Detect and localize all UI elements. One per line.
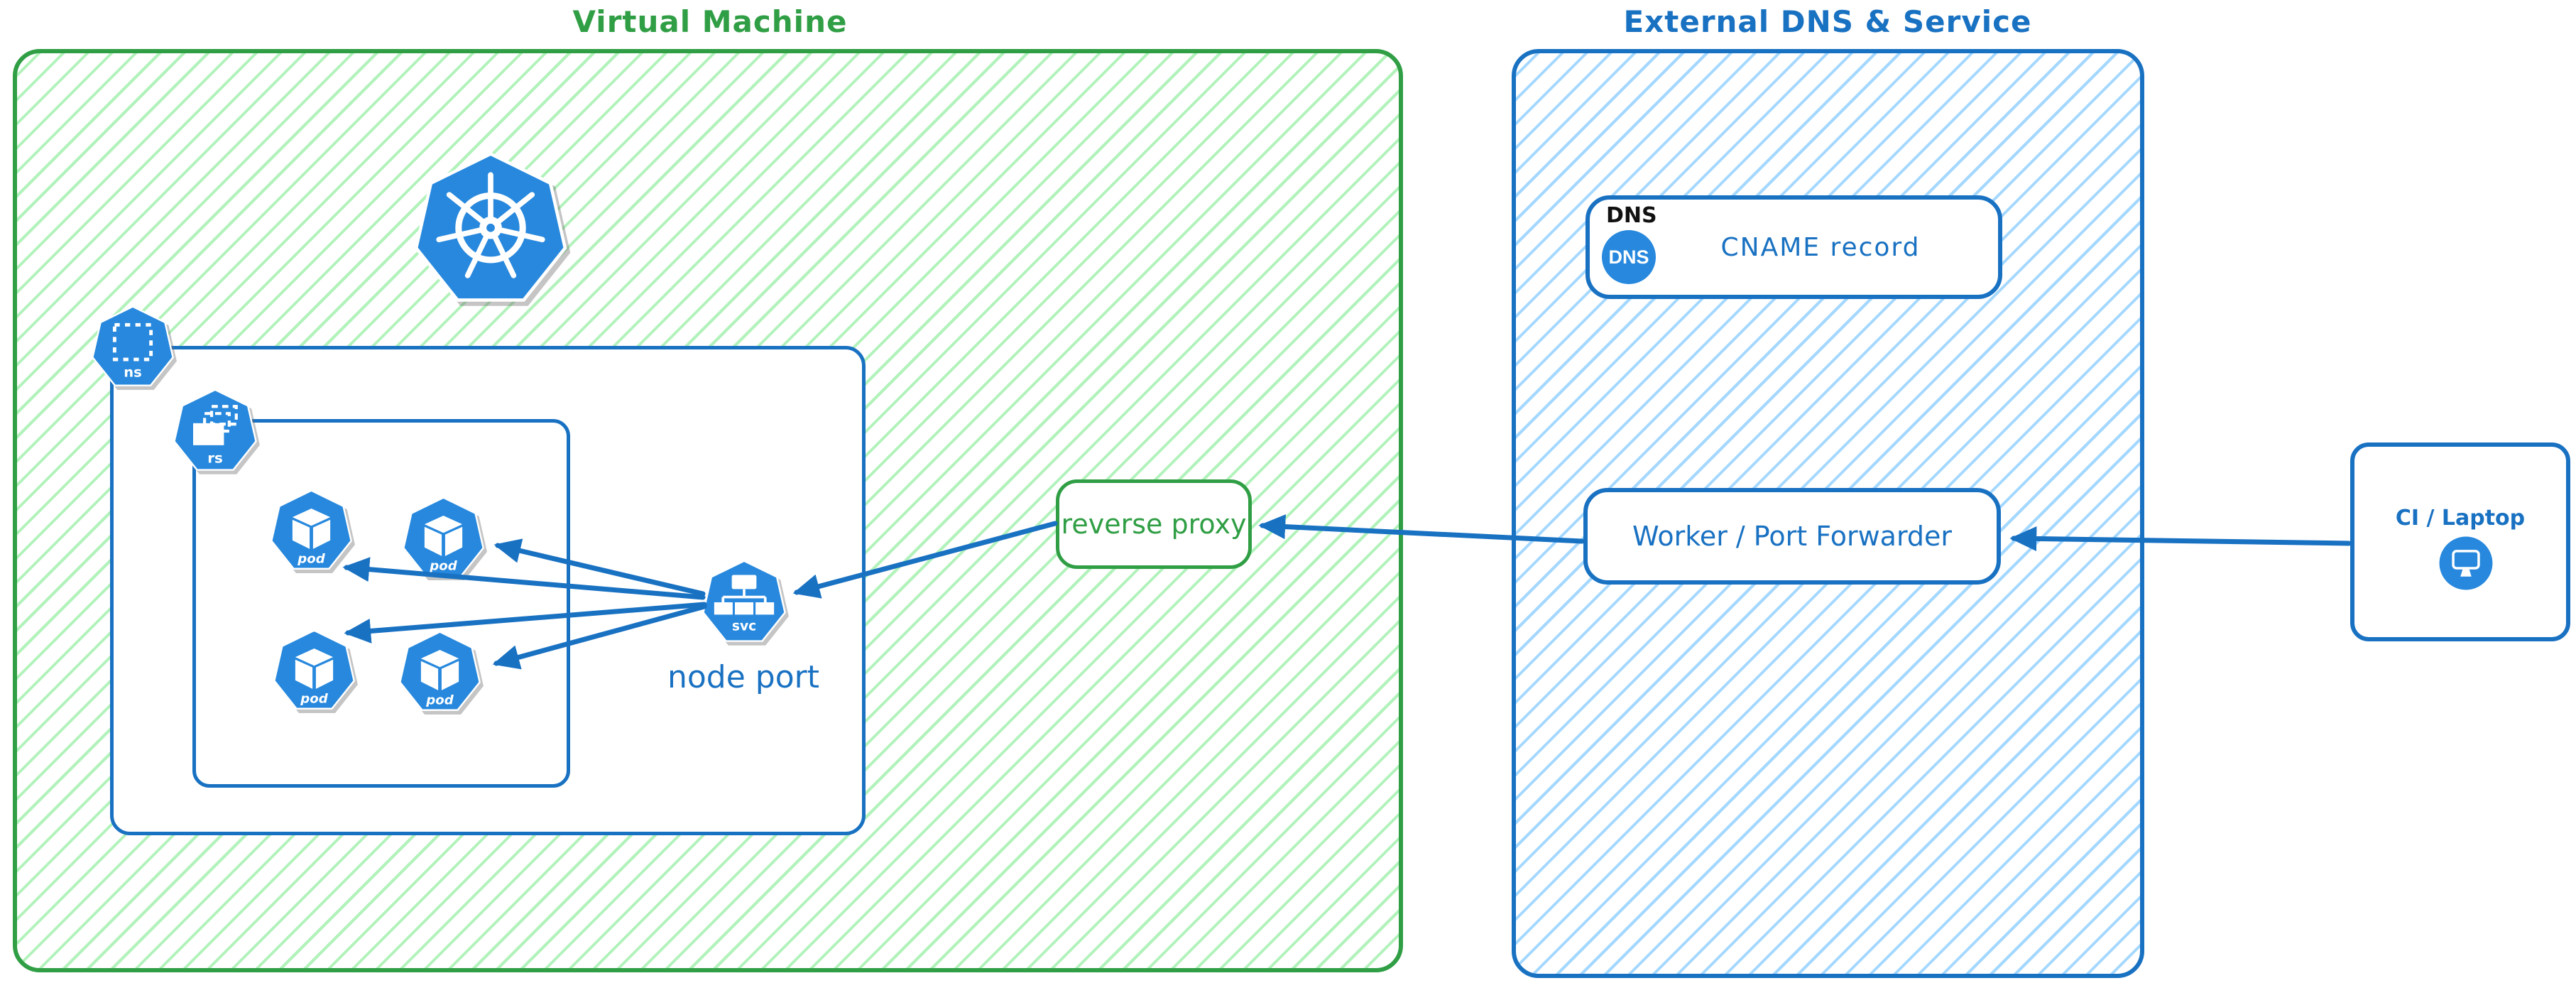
replicaset-box bbox=[192, 419, 570, 788]
arrow-worker-to-reverse-proxy bbox=[1258, 514, 1585, 544]
svg-text:pod: pod bbox=[429, 558, 457, 573]
pod-icon: pod bbox=[271, 489, 352, 570]
svg-text:ns: ns bbox=[124, 364, 142, 380]
pod-icon: pod bbox=[273, 629, 355, 710]
pod-icon: pod bbox=[403, 496, 484, 577]
ci-laptop-label: CI / Laptop bbox=[2395, 506, 2526, 531]
arrow-svc-to-pod-1 bbox=[342, 557, 706, 600]
svg-text:pod: pod bbox=[425, 693, 454, 707]
reverse-proxy-label: reverse proxy bbox=[1061, 509, 1247, 540]
dns-tag-label: DNS bbox=[1606, 203, 1657, 228]
cname-record-label: CNAME record bbox=[1720, 232, 1921, 262]
service-icon: svc bbox=[702, 560, 786, 642]
svg-text:svc: svc bbox=[732, 619, 756, 634]
worker-port-forwarder-box: Worker / Port Forwarder bbox=[1583, 488, 2001, 585]
external-dns-service-title: External DNS & Service bbox=[1623, 4, 2032, 39]
svg-text:pod: pod bbox=[300, 691, 328, 706]
arrow-reverse-proxy-to-svc bbox=[792, 521, 1058, 599]
reverse-proxy-box: reverse proxy bbox=[1056, 479, 1252, 569]
pod-icon: pod bbox=[399, 631, 481, 711]
svg-text:pod: pod bbox=[297, 551, 325, 566]
replicaset-icon: rs bbox=[173, 389, 257, 471]
virtual-machine-title: Virtual Machine bbox=[572, 4, 848, 39]
arrow-svc-to-pod-2 bbox=[493, 538, 706, 597]
dns-record-box bbox=[1586, 195, 2002, 299]
ci-laptop-box bbox=[2350, 442, 2570, 641]
monitor-icon bbox=[2439, 536, 2493, 590]
arrow-svc-to-pod-3 bbox=[344, 602, 707, 643]
arrow-ci-to-worker bbox=[2009, 526, 2352, 551]
node-port-label: node port bbox=[667, 659, 819, 695]
namespace-icon: ns bbox=[92, 305, 174, 386]
kubernetes-icon bbox=[410, 146, 571, 313]
arrow-svc-to-pod-4 bbox=[492, 604, 707, 670]
worker-port-forwarder-label: Worker / Port Forwarder bbox=[1632, 521, 1953, 552]
dns-badge-icon: DNS bbox=[1602, 230, 1656, 284]
svg-text:rs: rs bbox=[207, 450, 223, 467]
